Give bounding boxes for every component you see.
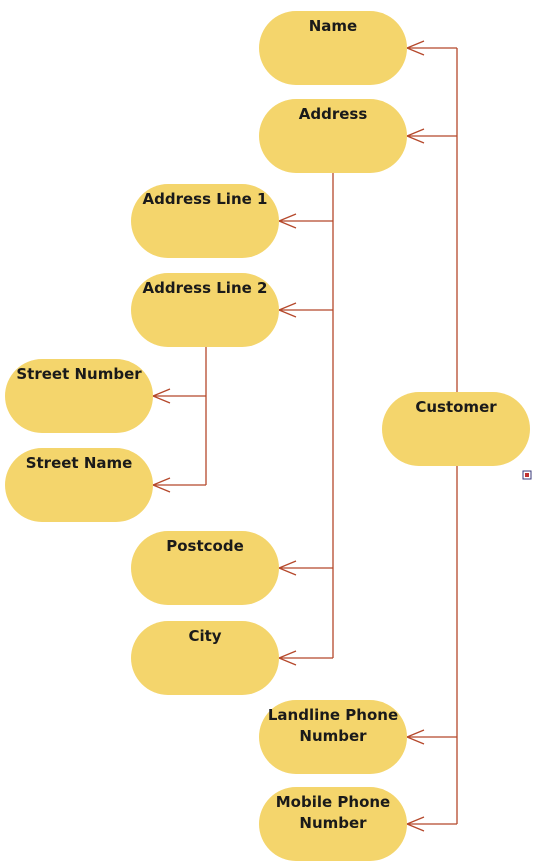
node-address-line-1[interactable]: Address Line 1 bbox=[131, 184, 279, 258]
node-label-postcode: Postcode bbox=[166, 537, 244, 555]
node-postcode[interactable]: Postcode bbox=[131, 531, 279, 605]
node-customer[interactable]: Customer bbox=[382, 392, 530, 466]
node-shape-address-line-2 bbox=[131, 273, 279, 347]
node-shape-city bbox=[131, 621, 279, 695]
node-label-landline-phone-number-line-2: Number bbox=[299, 727, 367, 745]
node-label-address-line-1: Address Line 1 bbox=[143, 190, 268, 208]
node-label-street-name: Street Name bbox=[26, 454, 133, 472]
node-label-city: City bbox=[188, 627, 221, 645]
node-label-address: Address bbox=[299, 105, 368, 123]
node-address-line-2[interactable]: Address Line 2 bbox=[131, 273, 279, 347]
node-street-number[interactable]: Street Number bbox=[5, 359, 153, 433]
node-shape-name bbox=[259, 11, 407, 85]
node-label-name: Name bbox=[309, 17, 357, 35]
node-shape-postcode bbox=[131, 531, 279, 605]
node-city[interactable]: City bbox=[131, 621, 279, 695]
node-label-address-line-2: Address Line 2 bbox=[143, 279, 268, 297]
node-label-customer: Customer bbox=[415, 398, 497, 416]
node-shape-customer bbox=[382, 392, 530, 466]
small-expand-icon[interactable] bbox=[522, 470, 532, 480]
node-label-landline-phone-number-line-1: Landline Phone bbox=[268, 706, 398, 724]
node-shape-mobile-phone-number bbox=[259, 787, 407, 861]
node-label-mobile-phone-number-line-2: Number bbox=[299, 814, 367, 832]
node-address[interactable]: Address bbox=[259, 99, 407, 173]
node-name[interactable]: Name bbox=[259, 11, 407, 85]
node-shape-landline-phone-number bbox=[259, 700, 407, 774]
node-label-mobile-phone-number-line-1: Mobile Phone bbox=[276, 793, 390, 811]
node-shape-address-line-1 bbox=[131, 184, 279, 258]
node-shape-street-number bbox=[5, 359, 153, 433]
node-shape-address bbox=[259, 99, 407, 173]
node-label-street-number: Street Number bbox=[16, 365, 142, 383]
node-shape-street-name bbox=[5, 448, 153, 522]
node-street-name[interactable]: Street Name bbox=[5, 448, 153, 522]
